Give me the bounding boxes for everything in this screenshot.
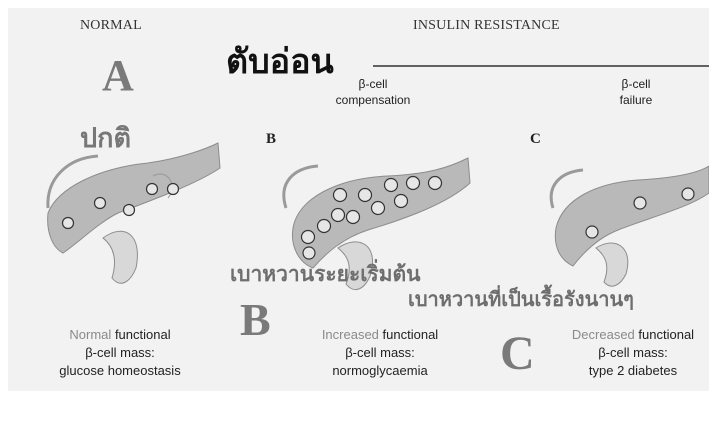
panel-a-big-letter: A [102, 50, 134, 101]
panel-b-small-letter: B [266, 131, 276, 148]
panel-a-caption-light: Normal [69, 327, 111, 342]
panel-b-caption-line3: normoglycaemia [300, 362, 460, 380]
panel-b-thai-label: เบาหวานระยะเริ่มต้น [230, 258, 421, 291]
panel-b-big-letter: B [240, 293, 271, 346]
panel-a-thai-label: ปกติ [80, 116, 131, 159]
panel-c-caption-line2: β-cell mass: [554, 344, 709, 362]
panel-c-caption-light: Decreased [572, 327, 635, 342]
panel-c-big-letter: C [500, 326, 535, 381]
panel-c-small-letter: C [530, 131, 541, 148]
panel-a-caption-rest: functional [115, 327, 171, 342]
panel-b-caption-light: Increased [322, 327, 379, 342]
panel-a-caption: Normal functional β-cell mass: glucose h… [40, 326, 200, 380]
panel-a-caption-line2: β-cell mass: [40, 344, 200, 362]
panel-b-subtitle-line2: compensation [313, 92, 433, 108]
pancreas-illustration-c [551, 166, 709, 286]
panel-c-thai-label: เบาหวานที่เป็นเรื้อรังนานๆ [408, 283, 634, 315]
panel-c-caption-rest: functional [638, 327, 694, 342]
insulin-resistance-header: INSULIN RESISTANCE [413, 18, 560, 34]
normal-header: NORMAL [80, 18, 142, 34]
panel-c-caption: Decreased functional β-cell mass: type 2… [554, 326, 709, 380]
panel-c-subtitle: β-cell failure [596, 76, 676, 108]
panel-a-caption-line3: glucose homeostasis [40, 362, 200, 380]
diagram-canvas: NORMAL INSULIN RESISTANCE ตับอ่อน A ปกติ… [8, 8, 709, 391]
panel-b-caption-rest: functional [383, 327, 439, 342]
panel-b-caption-line2: β-cell mass: [300, 344, 460, 362]
panel-c-subtitle-line2: failure [596, 92, 676, 108]
panel-c-caption-line3: type 2 diabetes [554, 362, 709, 380]
panel-b-caption: Increased functional β-cell mass: normog… [300, 326, 460, 380]
panel-b-subtitle: β-cell compensation [313, 76, 433, 108]
panel-b-subtitle-line1: β-cell [313, 76, 433, 92]
panel-c-subtitle-line1: β-cell [596, 76, 676, 92]
